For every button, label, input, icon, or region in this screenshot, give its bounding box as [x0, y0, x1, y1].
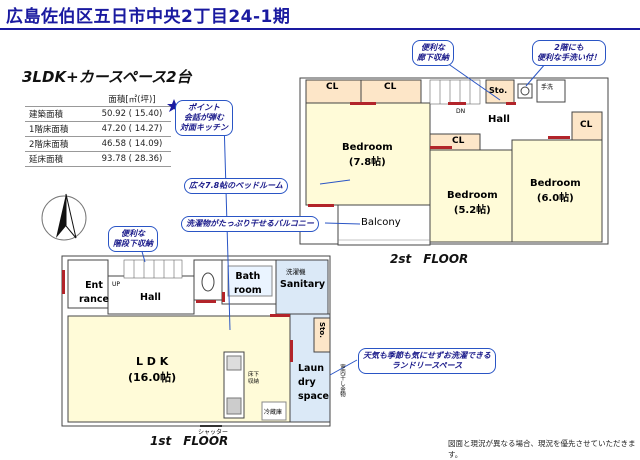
ldk-room: [67, 315, 291, 423]
plan-subtitle: 3LDK+カースペース2台: [22, 68, 192, 86]
sink-2f: [517, 83, 533, 99]
area-table-header: 面積[㎡(坪)]: [93, 92, 171, 107]
stairs-1f: [123, 259, 183, 279]
floor-storage-label: 床下 収納: [248, 372, 260, 385]
page-title: 広島佐伯区五日市中央2丁目24-1期: [6, 7, 291, 27]
closet-2: [360, 79, 422, 104]
storage-label: Sto.: [489, 86, 508, 95]
hall-1f: [107, 275, 195, 315]
storage-1f: [313, 317, 331, 353]
floor1-label: 1st FLOOR: [150, 434, 229, 448]
shutter-label: シャッター: [198, 429, 229, 436]
balcony-label: Balcony: [361, 217, 401, 228]
sanitary-label: Sanitary: [280, 279, 326, 290]
floor2-plan: [299, 77, 609, 246]
hall-2f-label: Hall: [488, 114, 510, 125]
callout-stairs-storage: 便利な 階段下収納: [108, 226, 158, 252]
stairs-2f: [429, 79, 481, 105]
closet-label: CL: [452, 136, 465, 146]
compass-icon: [41, 193, 87, 241]
washbasin-label: 手洗: [541, 84, 554, 91]
title-underline: [0, 28, 640, 30]
balcony: [337, 204, 431, 246]
callout-laundry: 天気も季節も気にせずお洗濯できる ランドリースペース: [358, 348, 496, 374]
hall-1f-label: Hall: [140, 292, 161, 303]
bedroom-1-label: Bedroom(7.8帖): [342, 142, 393, 168]
hanger-label: 室内干し金物: [339, 364, 345, 397]
closet-label: CL: [326, 82, 339, 92]
entrance: [67, 259, 109, 309]
closet-label: CL: [384, 82, 397, 92]
toilet: [193, 259, 223, 301]
bedroom-3-label: Bedroom(6.0帖): [530, 178, 581, 204]
bedroom-3: [511, 139, 603, 243]
washer-label: 洗濯機: [286, 268, 306, 276]
up-label: UP: [112, 281, 121, 288]
storage-1f-label: Sto.: [318, 322, 326, 338]
callout-upstairs-sink: 2階にも 便利な手洗い付！: [532, 40, 606, 66]
storage-2f: [485, 79, 515, 104]
sanitary-room: [275, 259, 329, 315]
callout-leaders: [140, 62, 547, 376]
callout-bedroom: 広々7.8帖のベッドルーム: [184, 178, 288, 194]
closet-4: [571, 111, 603, 141]
callout-corridor-storage: 便利な 廊下収納: [412, 40, 454, 66]
closet-label: CL: [580, 120, 593, 130]
floor1-plan: [61, 255, 331, 427]
ldk-label: L D K(16.0帖): [128, 355, 177, 384]
down-label: DN: [456, 108, 466, 115]
washbasin-2f: [536, 79, 566, 103]
callout-balcony: 洗濯物がたっぷり干せるバルコニー: [181, 216, 319, 232]
floor2-label: 2st FLOOR: [390, 252, 469, 266]
disclaimer: 図面と現況が異なる場合、現況を優先させていただきます。: [448, 439, 636, 459]
bedroom-1: [305, 102, 431, 206]
bedroom-2: [429, 149, 513, 243]
callout-kitchen: ポイント 会話が弾む 対面キッチン: [175, 100, 233, 136]
bedroom-2-label: Bedroom(5.2帖): [447, 190, 498, 216]
fridge-space: [261, 401, 287, 421]
fridge-label: 冷蔵庫: [264, 409, 283, 416]
